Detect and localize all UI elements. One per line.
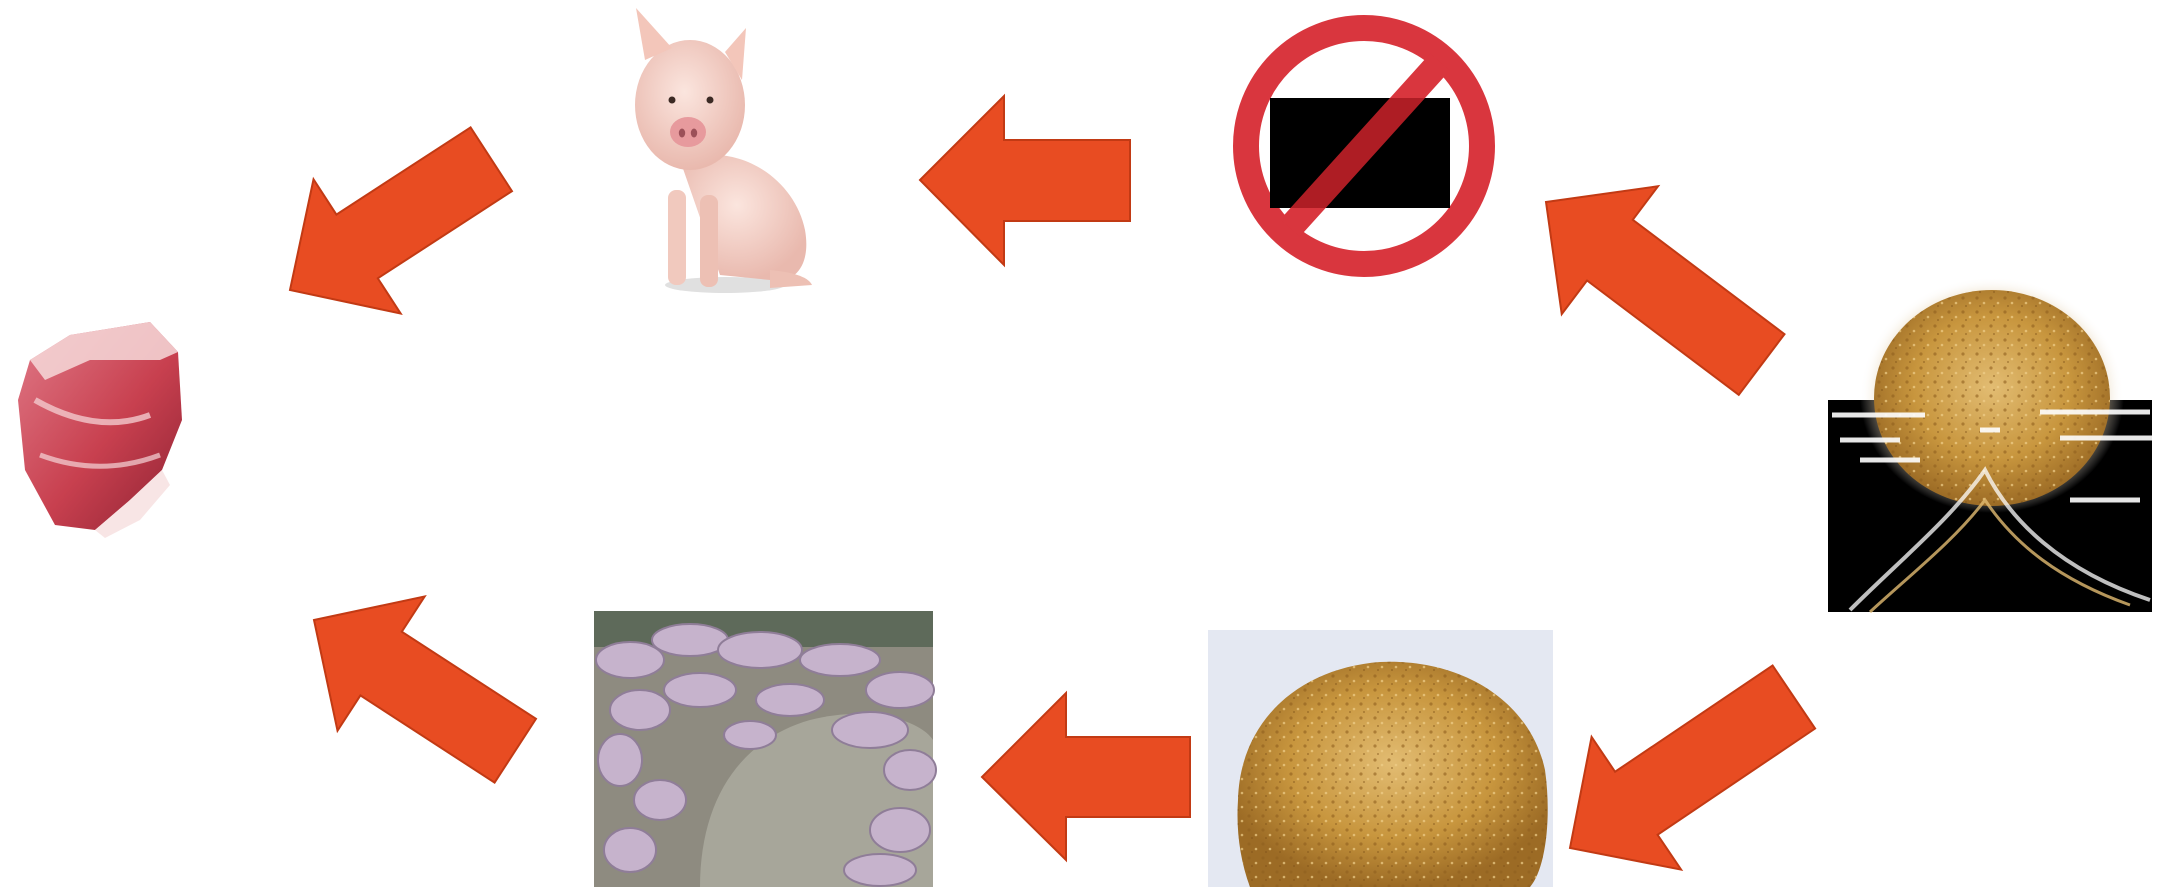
arrow-feed-to-feed — [1525, 631, 1838, 887]
arrows — [246, 92, 1838, 887]
raw-meat-icon — [18, 322, 182, 538]
arrow-prohibited-to-pig — [920, 96, 1130, 265]
arrow-feed-to-dead-pigs — [982, 693, 1190, 860]
pig-icon — [635, 8, 812, 293]
feed-powder-icon — [1208, 630, 1553, 887]
arrow-dead-pigs-to-meat — [270, 553, 558, 818]
arrow-feed-to-prohibited — [1498, 138, 1810, 428]
feed-powder-icon — [1828, 277, 2152, 612]
prohibition-sign-icon — [1246, 28, 1482, 264]
arrow-pig-to-meat — [246, 92, 534, 357]
dead-pigs-photo-icon — [594, 611, 936, 887]
